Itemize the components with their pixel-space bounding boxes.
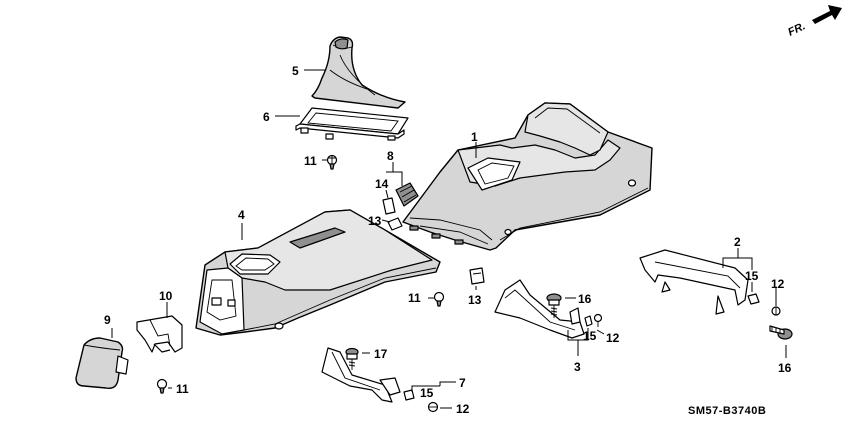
screw-12-lower <box>427 401 439 413</box>
callout-4: 4 <box>238 208 245 222</box>
callout-15-lower: 15 <box>420 386 434 400</box>
rear-console <box>402 102 653 251</box>
slide-clip <box>395 182 419 207</box>
callout-12-right: 12 <box>771 277 785 291</box>
front-console <box>195 209 441 336</box>
diagram-code: SM57-B3740B <box>688 405 766 417</box>
bolt-17 <box>345 347 359 370</box>
clip-14 <box>382 197 396 215</box>
screw-12-center <box>593 313 603 327</box>
callout-15-right: 15 <box>745 269 759 283</box>
callout-13-lower: 13 <box>468 293 482 307</box>
shift-boot <box>311 36 406 109</box>
front-arrow-icon <box>812 5 842 24</box>
callout-11-lower: 11 <box>176 382 189 396</box>
callout-6: 6 <box>263 110 270 124</box>
rear-bracket <box>639 249 749 315</box>
callout-2: 2 <box>734 235 741 249</box>
callout-12-lower: 12 <box>456 402 470 416</box>
bolt-16-right <box>769 325 793 340</box>
screw-11-lower <box>156 378 168 394</box>
callout-11-middle: 11 <box>408 291 421 305</box>
callout-8: 8 <box>387 149 394 163</box>
screw-11-middle <box>433 291 445 307</box>
callout-5: 5 <box>292 64 299 78</box>
lower-bracket <box>321 347 401 403</box>
screw-12-right <box>771 306 781 316</box>
callout-15-center: 15 <box>583 329 597 343</box>
console-end-cover <box>75 337 129 390</box>
callout-10: 10 <box>159 289 173 303</box>
cover-bracket <box>136 315 183 353</box>
bolt-16-center <box>546 293 562 318</box>
leader-lines <box>111 69 787 409</box>
callout-17: 17 <box>374 347 388 361</box>
callout-13-upper: 13 <box>368 214 382 228</box>
front-direction-label: FR. <box>786 20 807 38</box>
nut-15-center <box>584 315 593 327</box>
callout-16-center: 16 <box>578 292 592 306</box>
nut-15-lower <box>403 389 415 401</box>
clip-13-upper <box>387 217 403 231</box>
boot-frame <box>295 107 409 141</box>
callout-3: 3 <box>574 360 581 374</box>
callout-11-upper: 11 <box>304 154 317 168</box>
center-bracket <box>494 279 585 339</box>
callout-9: 9 <box>104 313 111 327</box>
front-direction-indicator: FR. <box>786 5 842 39</box>
callout-16-right: 16 <box>778 361 792 375</box>
callout-1: 1 <box>471 130 478 144</box>
callout-7: 7 <box>459 376 466 390</box>
callout-14: 14 <box>375 177 389 191</box>
callout-12-center: 12 <box>606 331 620 345</box>
nut-15-right <box>747 293 760 305</box>
callout-labels: 1 2 3 4 5 6 7 8 9 10 11 11 11 12 12 12 1… <box>104 64 792 416</box>
screw-11-upper <box>326 154 338 170</box>
clip-13-lower <box>469 267 485 285</box>
